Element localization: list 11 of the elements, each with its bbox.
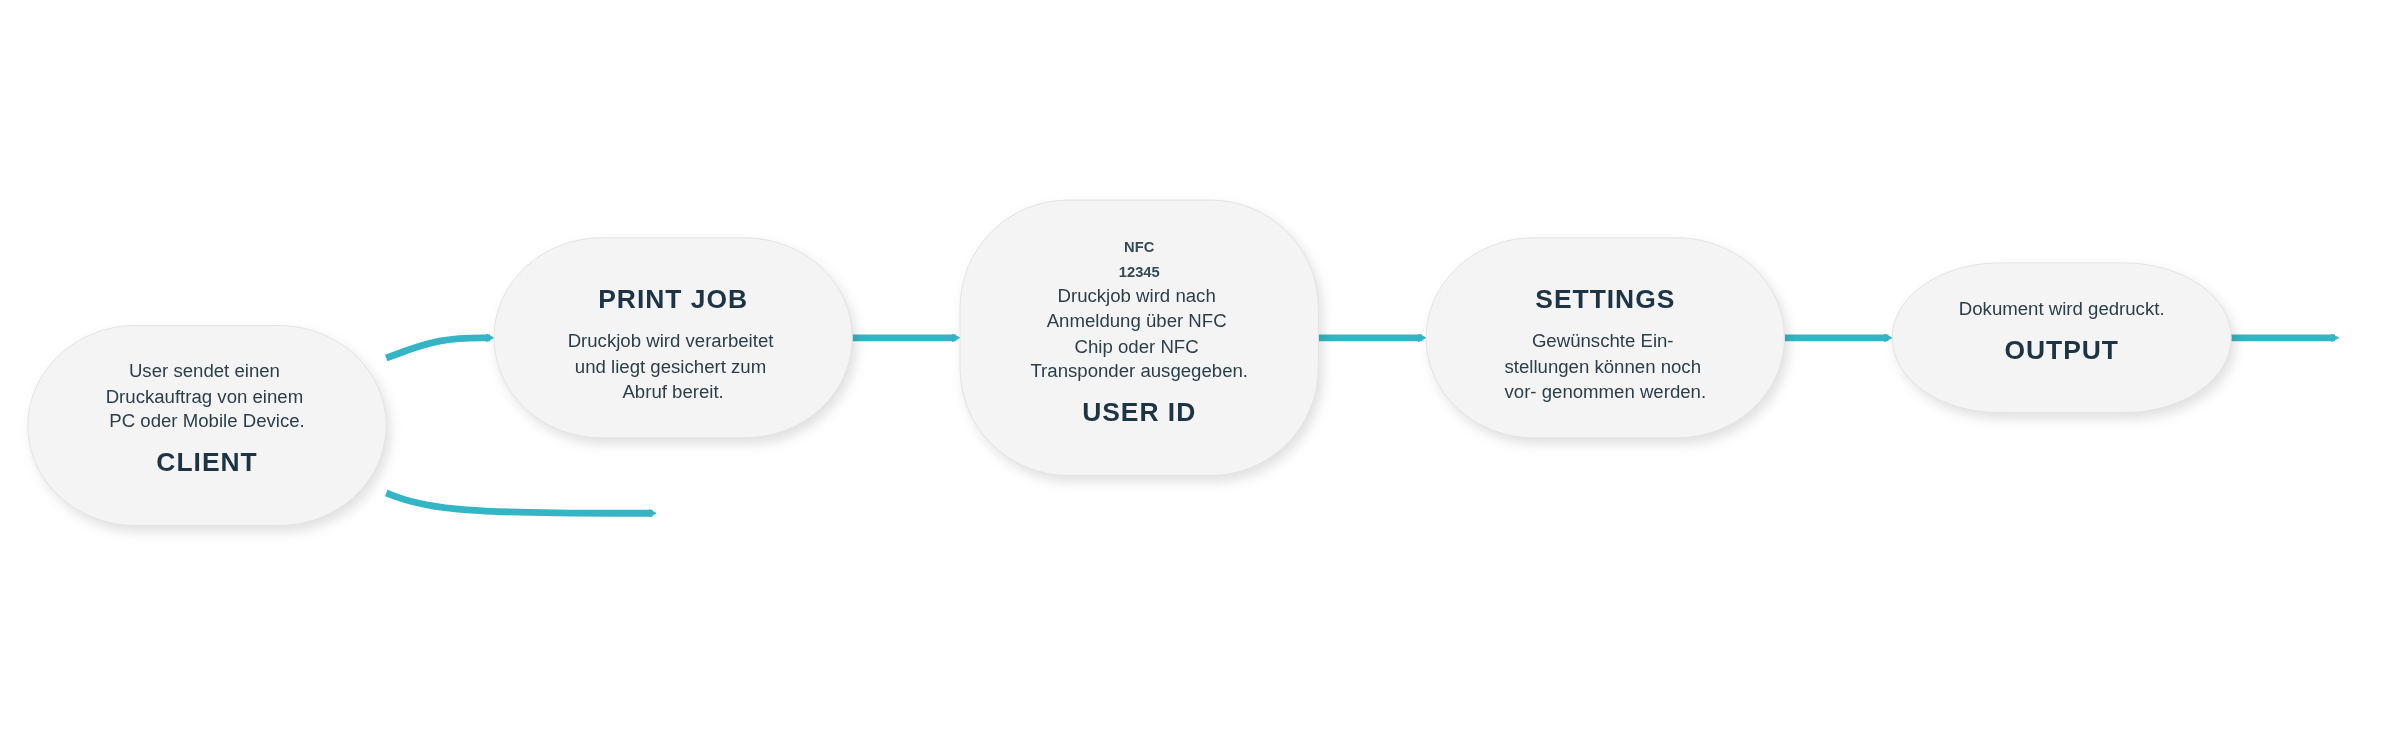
step-card: SETTINGS Gewünschte Ein- stellungen können noch vor- genommen werden. [1425, 237, 1785, 439]
arrow [852, 333, 961, 343]
arrow [385, 333, 495, 362]
step-card: NFC 12345 Druckjob wird nach Anmeldung über NFC Chip oder NFC Transponder ausgegeben. USER ID [959, 199, 1319, 476]
arrow [1784, 333, 1893, 343]
step-card: PRINT JOB Druckjob wird verarbeitet und liegt gesichert zum Abruf bereit. [493, 237, 853, 439]
arrow [2231, 333, 2340, 343]
step-card: User sendet einen Druckauftrag von einem PC oder Mobile Device. CLIENT [27, 325, 387, 527]
step-card: Dokument wird gedruckt. OUTPUT [1891, 262, 2232, 414]
arrow [1318, 333, 1427, 343]
arrow [385, 489, 657, 518]
